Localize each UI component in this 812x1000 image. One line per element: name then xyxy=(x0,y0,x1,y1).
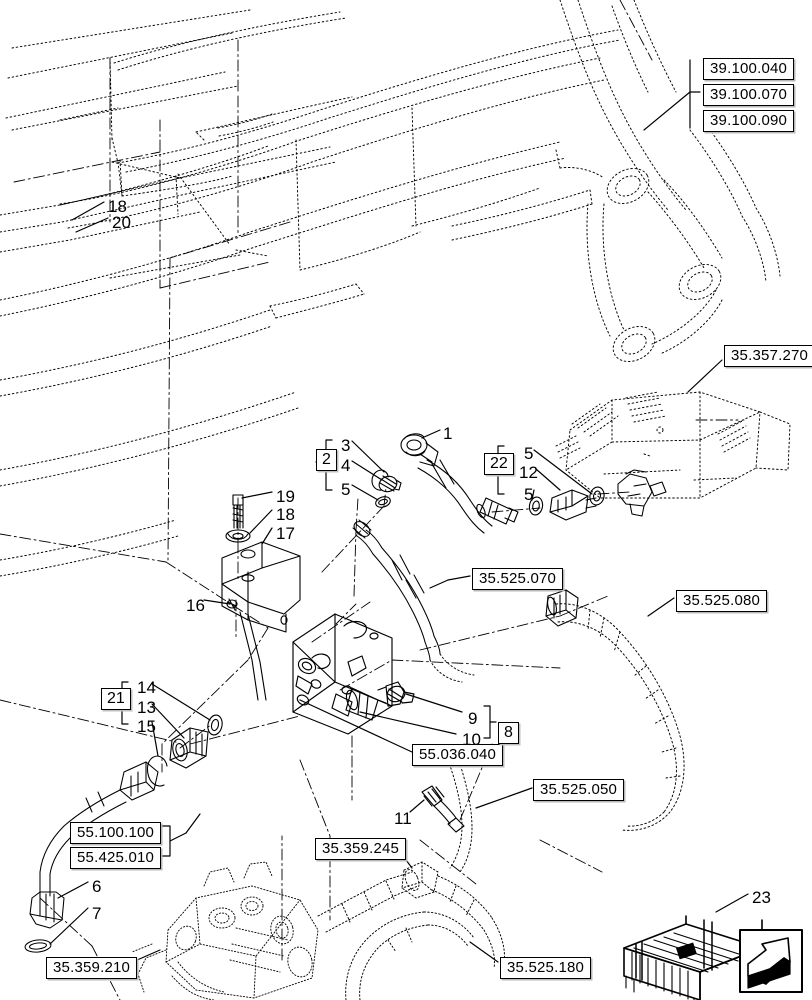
callout-7[interactable]: 7 xyxy=(92,904,102,923)
callout-12[interactable]: 12 xyxy=(519,463,538,482)
ref-35-525-180[interactable]: 35.525.180 xyxy=(500,957,592,979)
callout-5-top[interactable]: 5 xyxy=(524,444,534,463)
callout-13[interactable]: 13 xyxy=(137,698,156,717)
ref-35-525-070[interactable]: 35.525.070 xyxy=(472,568,564,590)
ref-35-359-210[interactable]: 35.359.210 xyxy=(46,957,138,979)
group-box-2[interactable]: 2 xyxy=(316,449,337,471)
callout-20[interactable]: 20 xyxy=(112,213,131,232)
group-box-22[interactable]: 22 xyxy=(484,453,514,475)
ref-39-100-070[interactable]: 39.100.070 xyxy=(703,84,795,106)
ref-35-359-245[interactable]: 35.359.245 xyxy=(315,838,407,860)
callout-16[interactable]: 16 xyxy=(186,596,205,615)
callout-15[interactable]: 15 xyxy=(137,717,156,736)
callout-9[interactable]: 9 xyxy=(468,709,478,728)
ref-35-525-050[interactable]: 35.525.050 xyxy=(533,779,625,801)
callout-23[interactable]: 23 xyxy=(752,888,771,907)
callout-19[interactable]: 19 xyxy=(276,487,295,506)
ref-55-100-100[interactable]: 55.100.100 xyxy=(70,822,162,844)
callout-17[interactable]: 17 xyxy=(276,524,295,543)
callout-18-bracket[interactable]: 18 xyxy=(276,505,295,524)
ref-55-425-010[interactable]: 55.425.010 xyxy=(70,847,162,869)
group-box-21[interactable]: 21 xyxy=(101,688,131,710)
callout-5-left[interactable]: 5 xyxy=(341,480,351,499)
ref-35-357-270[interactable]: 35.357.270 xyxy=(724,345,812,367)
callout-4[interactable]: 4 xyxy=(341,456,351,475)
callout-5-bottom[interactable]: 5 xyxy=(524,485,534,504)
callout-6[interactable]: 6 xyxy=(92,877,102,896)
ref-35-525-080[interactable]: 35.525.080 xyxy=(676,590,768,612)
callout-10[interactable]: 10 xyxy=(462,730,481,749)
callout-14[interactable]: 14 xyxy=(137,678,156,697)
callout-1[interactable]: 1 xyxy=(443,424,453,443)
callout-18-top[interactable]: 18 xyxy=(108,197,127,216)
callout-3[interactable]: 3 xyxy=(341,436,351,455)
ref-39-100-090[interactable]: 39.100.090 xyxy=(703,110,795,132)
callout-11[interactable]: 11 xyxy=(394,809,412,828)
ref-55-036-040[interactable]: 55.036.040 xyxy=(412,744,504,766)
ref-39-100-040[interactable]: 39.100.040 xyxy=(703,58,795,80)
group-box-8[interactable]: 8 xyxy=(498,722,519,744)
